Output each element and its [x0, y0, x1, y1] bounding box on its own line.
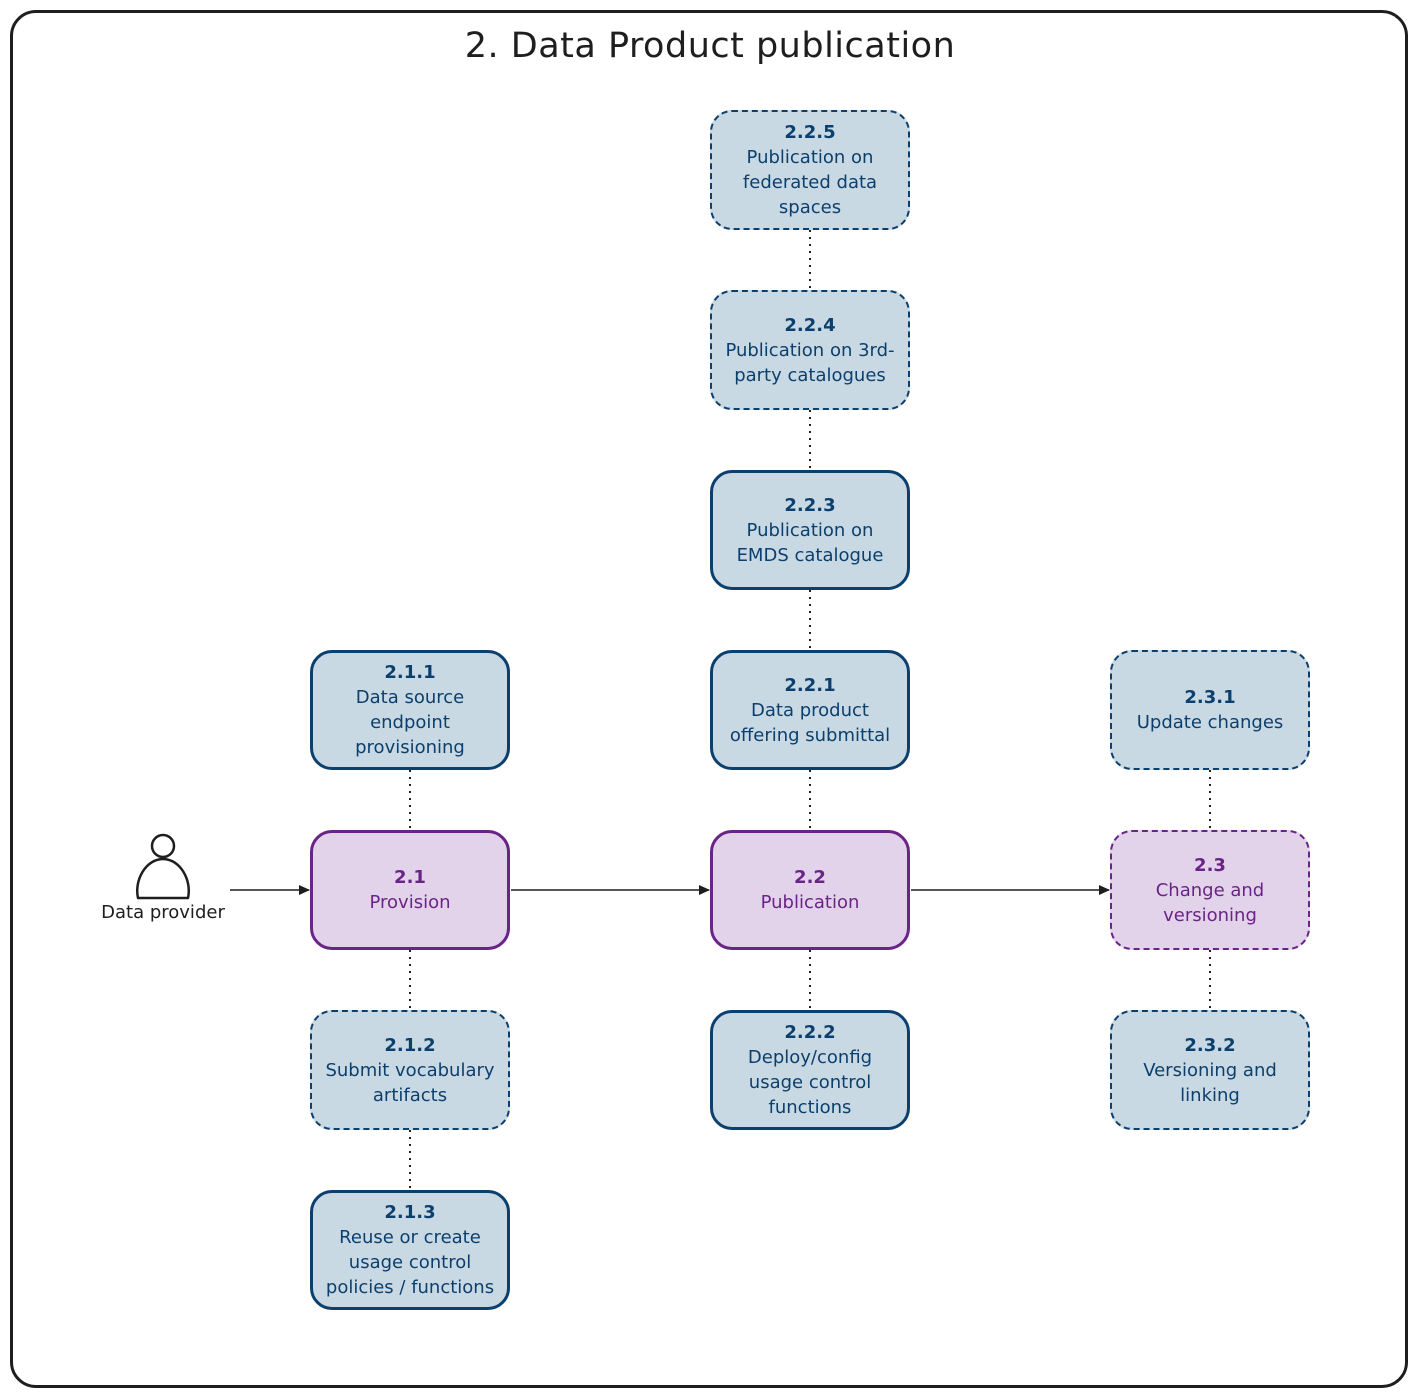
- node-2-1[interactable]: 2.1 Provision: [310, 830, 510, 950]
- node-label: Change and versioning: [1155, 879, 1265, 926]
- node-2-2-4[interactable]: 2.2.4 Publication on 3rd-party catalogue…: [710, 290, 910, 410]
- node-label: Versioning and linking: [1143, 1059, 1277, 1106]
- node-2-2-1[interactable]: 2.2.1 Data product offering submittal: [710, 650, 910, 770]
- node-label: Submit vocabulary artifacts: [325, 1059, 495, 1106]
- node-label: Publication: [760, 892, 860, 913]
- node-2-2-2[interactable]: 2.2.2 Deploy/config usage control functi…: [710, 1010, 910, 1130]
- diagram-title: 2. Data Product publication: [464, 26, 956, 66]
- node-number: 2.2.2: [784, 1022, 836, 1043]
- node-label: Data product offering submittal: [729, 699, 891, 746]
- node-number: 2.2.3: [784, 494, 836, 516]
- node-label: Reuse or create usage control policies /…: [325, 1227, 495, 1298]
- actor-label: Data provider: [101, 902, 225, 923]
- node-number: 2.1.3: [384, 1202, 436, 1223]
- node-2-2[interactable]: 2.2 Publication: [710, 830, 910, 950]
- node-label: Data source endpoint provisioning: [355, 687, 465, 758]
- node-2-3-1[interactable]: 2.3.1 Update changes: [1110, 650, 1310, 770]
- node-number: 2.1.1: [384, 662, 436, 683]
- node-number: 2.3.2: [1184, 1034, 1236, 1056]
- node-number: 2.2.5: [784, 122, 836, 143]
- node-number: 2.2.1: [784, 674, 836, 696]
- node-label: Publication on EMDS catalogue: [736, 519, 884, 566]
- node-label: Provision: [369, 892, 451, 913]
- node-number: 2.2: [794, 867, 826, 888]
- node-number: 2.1: [394, 867, 426, 888]
- node-number: 2.2.4: [784, 314, 836, 336]
- node-2-2-5[interactable]: 2.2.5 Publication on federated data spac…: [710, 110, 910, 230]
- node-number: 2.3: [1194, 854, 1226, 876]
- node-label: Update changes: [1136, 712, 1284, 733]
- node-label: Publication on federated data spaces: [742, 147, 878, 218]
- node-2-2-3[interactable]: 2.2.3 Publication on EMDS catalogue: [710, 470, 910, 590]
- person-icon: [135, 833, 191, 900]
- node-label: Deploy/config usage control functions: [747, 1047, 873, 1118]
- actor-data-provider: Data provider: [88, 832, 238, 932]
- node-2-1-1[interactable]: 2.1.1 Data source endpoint provisioning: [310, 650, 510, 770]
- node-2-1-3[interactable]: 2.1.3 Reuse or create usage control poli…: [310, 1190, 510, 1310]
- node-number: 2.1.2: [384, 1034, 436, 1056]
- node-label: Publication on 3rd-party catalogues: [725, 339, 895, 386]
- node-number: 2.3.1: [1184, 687, 1236, 708]
- node-2-1-2[interactable]: 2.1.2 Submit vocabulary artifacts: [310, 1010, 510, 1130]
- node-2-3-2[interactable]: 2.3.2 Versioning and linking: [1110, 1010, 1310, 1130]
- node-2-3[interactable]: 2.3 Change and versioning: [1110, 830, 1310, 950]
